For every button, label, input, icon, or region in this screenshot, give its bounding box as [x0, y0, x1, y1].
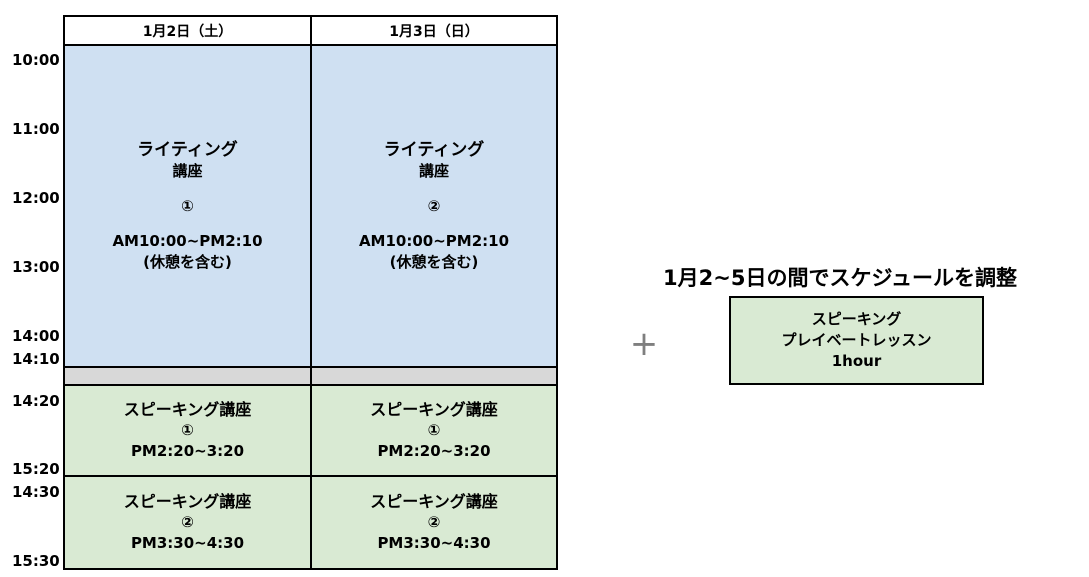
speaking-course-block-1b: スピーキング講座 ① PM2:20~3:20: [310, 384, 558, 477]
time-label-1000: 10:00: [12, 51, 60, 69]
speaking-time: PM2:20~3:20: [130, 442, 245, 460]
private-lesson-box: スピーキング プレイベートレッスン 1hour: [729, 296, 984, 385]
session-number: ②: [181, 513, 194, 531]
writing-course-block-2: ライティング 講座 ② AM10:00~PM2:10 (休憩を含む): [310, 44, 558, 368]
break-row-1: [63, 366, 312, 386]
private-lesson-line-2: プレイベートレッスン: [781, 331, 932, 349]
time-label-1520: 15:20: [12, 460, 60, 478]
day-header-label: 1月2日（土）: [142, 23, 233, 40]
schedule-grid: 1月2日（土） 1月3日（日） ライティング 講座 ① AM10:00~PM2:…: [63, 15, 558, 570]
session-number: ②: [427, 197, 441, 215]
speaking-time: PM3:30~4:30: [377, 534, 491, 552]
writing-subtitle: 講座: [418, 162, 449, 180]
time-label-1400: 14:00: [12, 327, 60, 345]
day-header-jan3: 1月3日（日）: [310, 15, 558, 46]
time-label-1410: 14:10: [12, 350, 60, 368]
time-label-1100: 11:00: [12, 120, 60, 138]
time-label-1300: 13:00: [12, 258, 60, 276]
plus-icon: +: [629, 324, 659, 364]
time-label-1200: 12:00: [12, 189, 60, 207]
day-header-label: 1月3日（日）: [389, 23, 479, 40]
private-lesson-line-1: スピーキング: [811, 310, 902, 328]
speaking-course-block-1a: スピーキング講座 ① PM2:20~3:20: [63, 384, 312, 477]
writing-note: (休憩を含む): [389, 253, 479, 271]
speaking-time: PM3:30~4:30: [130, 534, 245, 552]
writing-title: ライティング: [137, 140, 238, 160]
writing-subtitle: 講座: [172, 162, 203, 180]
speaking-time: PM2:20~3:20: [377, 442, 491, 460]
session-number: ①: [427, 421, 441, 439]
private-lesson-duration: 1hour: [831, 352, 882, 370]
break-row-2: [310, 366, 558, 386]
speaking-title: スピーキング講座: [123, 492, 252, 511]
private-lesson-heading: 1月2~5日の間でスケジュールを調整: [663, 266, 1017, 290]
session-number: ①: [181, 197, 194, 215]
time-label-1420: 14:20: [12, 392, 60, 410]
writing-time: AM10:00~PM2:10: [112, 232, 263, 250]
speaking-course-block-2b: スピーキング講座 ② PM3:30~4:30: [310, 475, 558, 570]
session-number: ①: [181, 421, 194, 439]
writing-time: AM10:00~PM2:10: [358, 232, 510, 250]
speaking-title: スピーキング講座: [370, 492, 498, 511]
writing-note: (休憩を含む): [143, 253, 232, 271]
writing-title: ライティング: [383, 140, 485, 160]
session-number: ②: [427, 513, 441, 531]
day-header-jan2: 1月2日（土）: [63, 15, 312, 46]
time-label-1530: 15:30: [12, 552, 60, 570]
speaking-title: スピーキング講座: [370, 400, 498, 419]
speaking-title: スピーキング講座: [123, 400, 252, 419]
speaking-course-block-2a: スピーキング講座 ② PM3:30~4:30: [63, 475, 312, 570]
writing-course-block-1: ライティング 講座 ① AM10:00~PM2:10 (休憩を含む): [63, 44, 312, 368]
time-label-1430: 14:30: [12, 483, 60, 501]
